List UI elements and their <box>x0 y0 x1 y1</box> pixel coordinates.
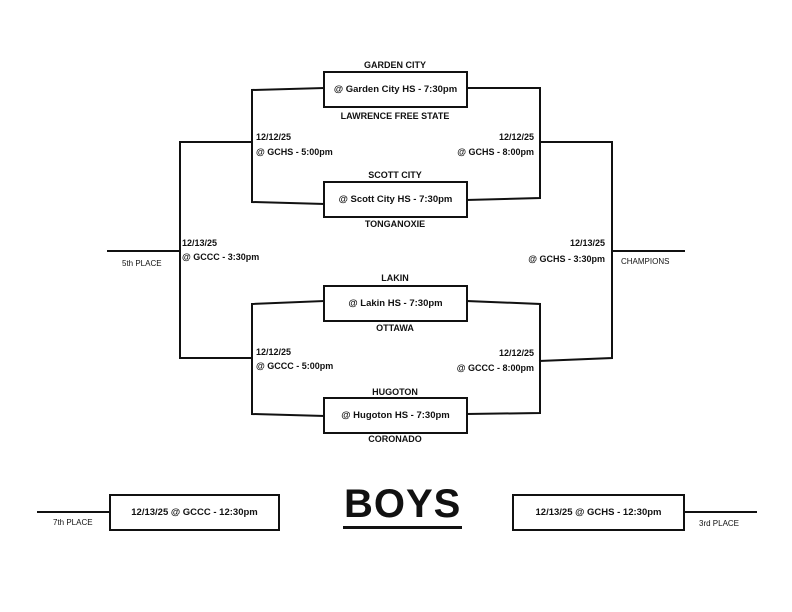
consolation-semi-bottom-site: @ GCCC - 5:00pm <box>256 361 334 371</box>
bracket-line-g3-left <box>251 299 326 418</box>
championship-date: 12/13/25 <box>569 238 605 248</box>
game4-top-team: HUGOTON <box>372 387 418 397</box>
bracket-line-winner-top <box>538 141 613 363</box>
game2-site-box: @ Scott City HS - 7:30pm <box>323 181 468 218</box>
seventh-place-label: 7th PLACE <box>53 518 93 527</box>
consolation-semi-bottom-date: 12/12/25 <box>256 347 292 357</box>
game2-bottom-team: TONGANOXIE <box>364 219 426 229</box>
bracket-line-consolation-top <box>179 141 253 359</box>
bracket-line-g1-right <box>465 87 541 202</box>
game3-site-box: @ Lakin HS - 7:30pm <box>323 285 468 322</box>
bracket-line-g1-left <box>251 86 326 206</box>
game2-top-team: SCOTT CITY <box>368 170 422 180</box>
game1-bottom-team: LAWRENCE FREE STATE <box>340 111 450 121</box>
game1-site-box: @ Garden City HS - 7:30pm <box>323 71 468 108</box>
game4-bottom-team: CORONADO <box>368 434 422 444</box>
consolation-semi-top-site: @ GCHS - 5:00pm <box>256 147 333 157</box>
game1-top-team: GARDEN CITY <box>363 60 427 70</box>
fifth-place-date: 12/13/25 <box>182 238 218 248</box>
fifth-place-label: 5th PLACE <box>122 259 162 268</box>
champions-label: CHAMPIONS <box>621 257 670 266</box>
consolation-semi-top-date: 12/12/25 <box>256 132 292 142</box>
page-title: BOYS <box>343 482 463 529</box>
winner-semi-bottom-site: @ GCCC - 8:00pm <box>456 363 534 373</box>
winner-semi-top-date: 12/12/25 <box>498 132 534 142</box>
winner-semi-bottom-date: 12/12/25 <box>498 348 534 358</box>
fifth-place-site: @ GCCC - 3:30pm <box>182 252 260 262</box>
bracket-line-g3-right <box>465 299 541 416</box>
third-place-label: 3rd PLACE <box>699 519 740 528</box>
game4-site-box: @ Hugoton HS - 7:30pm <box>323 397 468 434</box>
game3-bottom-team: OTTAWA <box>376 323 414 333</box>
third-place-box: 12/13/25 @ GCHS - 12:30pm <box>512 494 685 531</box>
seventh-place-box: 12/13/25 @ GCCC - 12:30pm <box>109 494 280 531</box>
winner-semi-top-site: @ GCHS - 8:00pm <box>457 147 534 157</box>
game3-top-team: LAKIN <box>381 273 409 283</box>
championship-site: @ GCHS - 3:30pm <box>528 254 605 264</box>
